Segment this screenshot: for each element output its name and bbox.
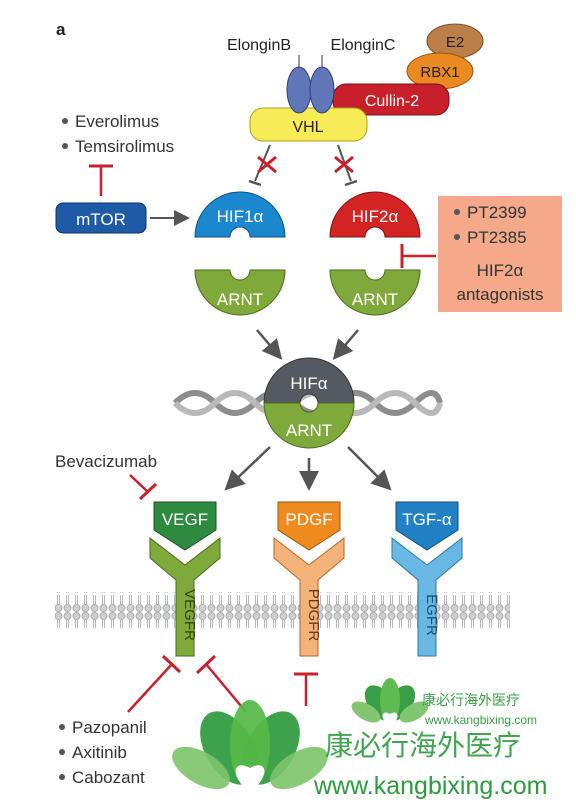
tki-drug-3: Cabozant: [72, 768, 145, 787]
dimer-arnt-label: ARNT: [286, 421, 332, 440]
bevacizumab-inhibition-bar: [129, 474, 158, 501]
dna-helix: [172, 390, 443, 416]
mtor-drug-2: Temsirolimus: [75, 137, 174, 156]
mtor-label: mTOR: [76, 210, 126, 229]
egfr-receptor: EGFR: [391, 536, 463, 657]
vhl-shape: [249, 107, 368, 142]
hif2a-drug-1: PT2399: [467, 203, 527, 222]
e2-label: E2: [446, 34, 464, 51]
arnt-left-to-dimer-arrow: [256, 329, 283, 360]
vhl-complex: E2 RBX1 Cullin-2 VHL ElonginB ElonginC: [227, 23, 484, 142]
hif2a-box-subtitle: antagonists: [457, 285, 544, 304]
tgf-ligand: TGF-α: [395, 501, 459, 551]
tki-inhibition-bars: [127, 654, 318, 713]
hif1a-shape: [194, 191, 286, 238]
elongin-b-shape: [286, 66, 312, 114]
lotus-logo-large-icon: [172, 700, 328, 793]
tgf-label: TGF-α: [402, 510, 452, 529]
watermark-small: 康必行海外医疗 www.kangbixing.com: [351, 678, 537, 727]
elongin-c-shape: [309, 66, 335, 114]
egfr-label: EGFR: [423, 594, 440, 636]
arnt-left-label: ARNT: [217, 290, 263, 309]
blocked-cross-left-icon: [257, 155, 277, 174]
bevacizumab-label: Bevacizumab: [55, 452, 157, 471]
vhl-label: VHL: [292, 119, 323, 136]
watermark-large-url: www.kangbixing.com: [313, 772, 547, 800]
mtor-shape: [55, 202, 147, 234]
dimer-hifa-label: HIFα: [290, 374, 327, 393]
cullin2-label: Cullin-2: [365, 93, 419, 110]
rbx1-label: RBX1: [420, 64, 459, 81]
mtor-inhibition-bar: [89, 164, 113, 196]
elongin-c-label: ElonginC: [331, 37, 396, 54]
lotus-logo-small-icon: [351, 678, 429, 727]
dimer-to-vegf-arrow: [224, 446, 271, 491]
watermark-large: 康必行海外医疗 www.kangbixing.com: [172, 700, 547, 800]
elongin-b-label: ElonginB: [227, 37, 291, 54]
blocked-cross-right-icon: [334, 155, 354, 174]
arnt-right-label: ARNT: [352, 290, 398, 309]
hif2a-antagonist-box: PT2399 PT2385 HIF2α antagonists: [438, 196, 562, 312]
tki-drug-1: Pazopanil: [72, 718, 147, 737]
pdgfr-label: PDGFR: [305, 589, 322, 642]
vegfr-label: VEGFR: [181, 589, 198, 641]
vhl-inhibition-links: [248, 144, 358, 187]
dimer-to-tgf-arrow: [347, 446, 392, 491]
arnt-right-shape: [329, 269, 421, 316]
hif2a-label: HIF2α: [352, 207, 399, 226]
cell-membrane: [55, 592, 510, 628]
pdgfr-receptor: PDGFR: [273, 536, 345, 657]
tki-drug-2: Axitinib: [72, 743, 127, 762]
hif2a-inhibition-bar: [400, 244, 436, 268]
panel-label: a: [56, 20, 66, 39]
vegf-label: VEGF: [162, 510, 208, 529]
watermark-small-cn: 康必行海外医疗: [422, 692, 520, 708]
hif1a-label: HIF1α: [217, 207, 264, 226]
dimer-arnt-shape: [263, 402, 355, 449]
vegf-ligand: VEGF: [153, 501, 217, 551]
hif2a-shape: [329, 191, 421, 238]
pdgf-ligand: PDGF: [277, 501, 341, 551]
arnt-right-to-dimer-arrow: [332, 329, 359, 360]
pdgf-label: PDGF: [285, 510, 332, 529]
mtor-drug-1: Everolimus: [75, 112, 159, 131]
vegfr-receptor: VEGFR: [149, 536, 221, 657]
mtor-inhibitor-list: Everolimus Temsirolimus: [62, 112, 174, 156]
tki-drug-list: Pazopanil Axitinib Cabozant: [59, 718, 147, 787]
watermark-large-cn: 康必行海外医疗: [325, 730, 521, 761]
watermark-small-url: www.kangbixing.com: [424, 713, 537, 727]
arnt-left-shape: [194, 269, 286, 316]
hif2a-drug-2: PT2385: [467, 228, 527, 247]
dimer-hifa-shape: [263, 357, 355, 404]
hif2a-box-title: HIF2α: [477, 261, 524, 280]
